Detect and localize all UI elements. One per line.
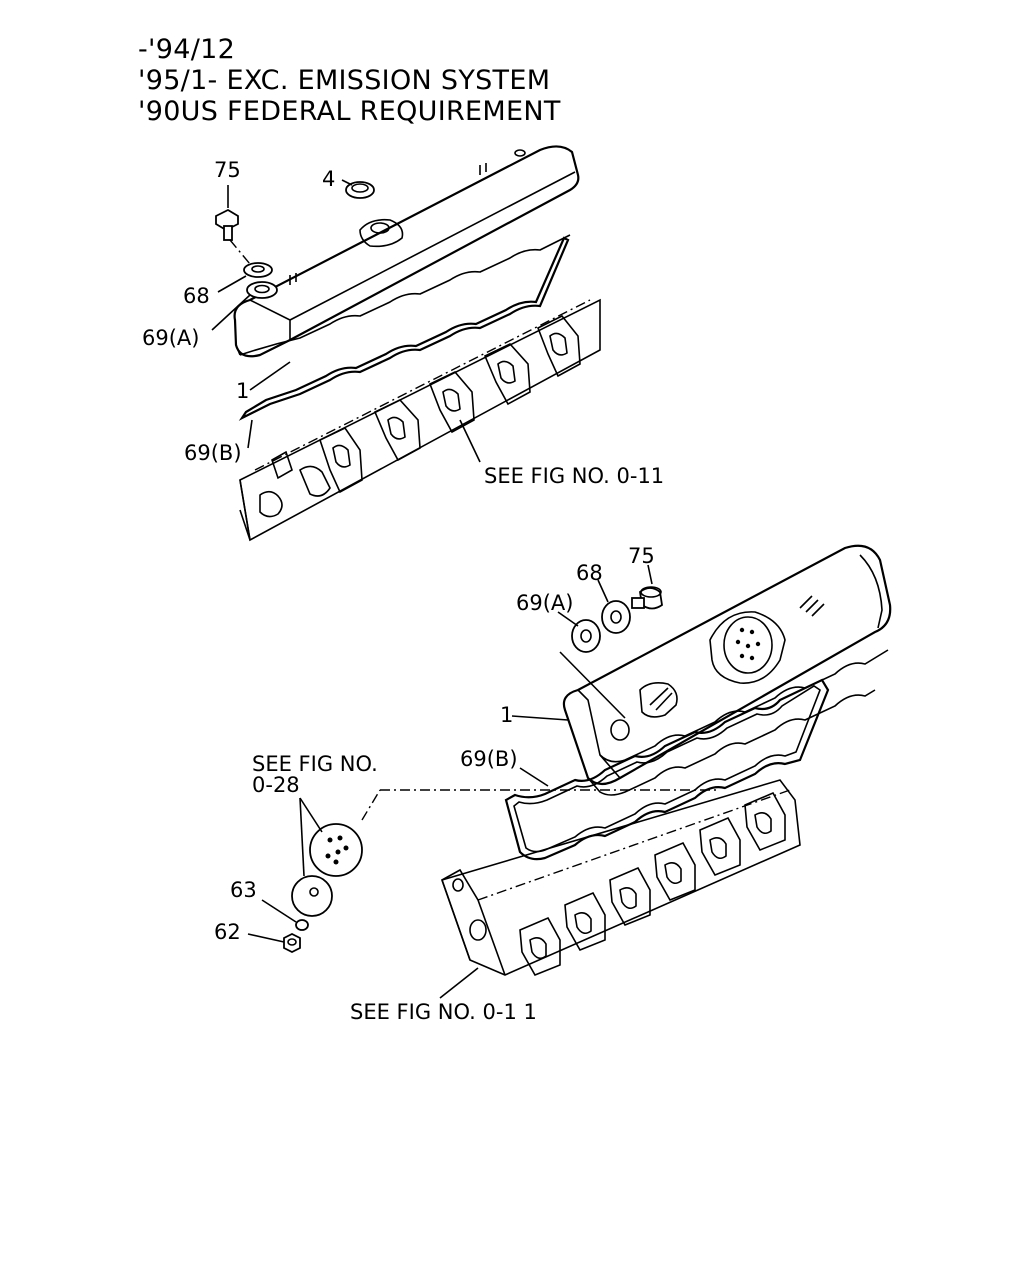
lower-assembly: 75 68 69(A) 1 69(B) SEE FIG NO. 0-28 63 …: [214, 544, 892, 1024]
lower-part-63-washer: [261, 899, 309, 931]
lower-label-75: 75: [628, 544, 655, 568]
lower-leader-028-b: [299, 797, 305, 877]
upper-gasket-69b: [238, 236, 570, 421]
lower-part-62-nut: [247, 932, 301, 954]
upper-leader-1: [249, 361, 291, 391]
lower-part-75-bolt: [631, 564, 663, 610]
lower-label-62: 62: [214, 920, 241, 944]
lower-leader-028-a: [299, 797, 323, 833]
upper-part-69a-seal: [211, 281, 278, 331]
upper-ref-fig-0-11: SEE FIG NO. 0-11: [484, 464, 664, 488]
lower-ref-fig-0-11: SEE FIG NO. 0-1 1: [350, 1000, 537, 1024]
upper-part-75-bolt: [215, 185, 256, 271]
upper-leader-ref: [459, 419, 481, 463]
lower-gasket-69b: [504, 678, 830, 861]
upper-part-4-grommet: [341, 179, 375, 199]
upper-assembly: 75 4 68 69(A) 1 69(B) SEE FIG NO. 0-11: [142, 145, 664, 542]
upper-label-75: 75: [214, 158, 241, 182]
lower-part-69a-seal: [557, 611, 626, 719]
header-line-1: -'94/12: [138, 34, 236, 65]
lower-plate: [291, 875, 333, 917]
lower-label-68: 68: [576, 561, 603, 585]
upper-leader-69b: [247, 419, 253, 449]
lower-rocker-cover: [562, 544, 892, 796]
lower-label-69a: 69(A): [516, 591, 573, 615]
lower-cylinder-head: [440, 779, 801, 977]
lower-label-69b: 69(B): [460, 747, 518, 771]
lower-label-63: 63: [230, 878, 257, 902]
lower-part-68-washer: [597, 579, 631, 634]
lower-ref-0-28-line1: SEE FIG NO.: [252, 752, 378, 776]
lower-leader-69b: [519, 767, 549, 787]
lower-ref-0-28-line2: 0-28: [252, 773, 300, 797]
upper-label-69b: 69(B): [184, 441, 242, 465]
lower-leader-1: [511, 715, 569, 721]
upper-label-68: 68: [183, 284, 210, 308]
header-line-3: '90US FEDERAL REQUIREMENT: [138, 96, 561, 127]
lower-grommet-0-28: [309, 789, 720, 877]
lower-leader-ref: [439, 967, 479, 999]
diagram-header: -'94/12 '95/1- EXC. EMISSION SYSTEM '90U…: [138, 34, 561, 127]
upper-label-4: 4: [322, 167, 335, 191]
lower-gasket-inner: [513, 685, 821, 853]
upper-label-69a: 69(A): [142, 326, 199, 350]
lower-label-1: 1: [500, 703, 513, 727]
upper-label-1: 1: [236, 379, 249, 403]
upper-part-68-washer: [217, 262, 273, 293]
upper-rocker-cover: [233, 145, 580, 358]
upper-cylinder-head: [239, 298, 601, 542]
header-line-2: '95/1- EXC. EMISSION SYSTEM: [138, 65, 551, 96]
